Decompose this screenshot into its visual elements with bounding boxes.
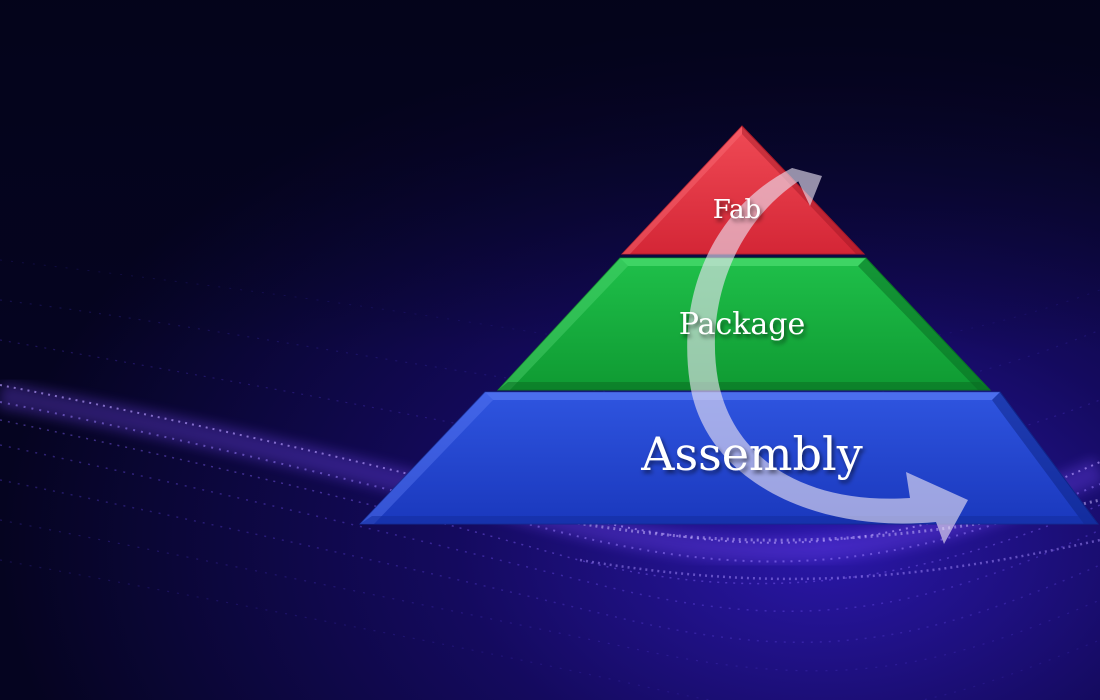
tier-fab-label: Fab <box>713 195 761 225</box>
tier-assembly-label: Assembly <box>640 427 862 481</box>
flow-arrow-icon <box>687 168 968 544</box>
tier-package-label: Package <box>679 307 806 342</box>
